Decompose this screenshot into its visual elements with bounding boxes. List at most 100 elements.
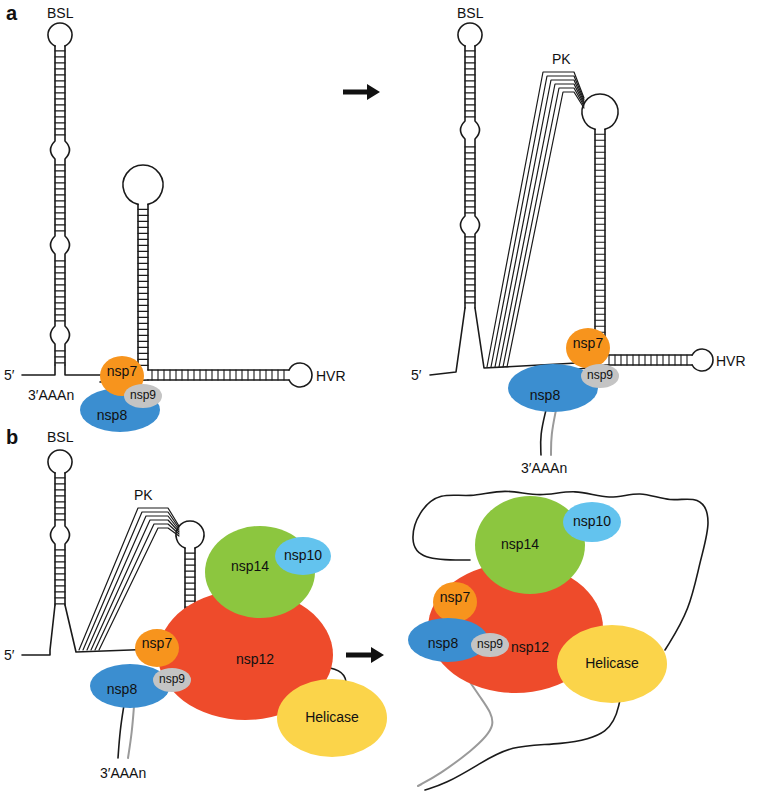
nsp10-protein: nsp10: [275, 537, 331, 575]
protein-name: nsp9: [587, 369, 613, 382]
step-arrow: [343, 84, 380, 100]
nsp7-protein: nsp7: [135, 629, 179, 667]
base-pairs: [152, 370, 284, 380]
pseudoknot-line: [499, 84, 584, 367]
protein-name: nsp10: [573, 514, 611, 529]
structure-label-box: PK: [134, 486, 153, 504]
stem-strand: [51, 473, 56, 605]
protein-name: nsp7: [573, 336, 603, 351]
structure-label: BSL: [47, 429, 73, 445]
protein-name: nsp8: [530, 388, 560, 403]
panel-letter-box: b: [6, 426, 18, 448]
end-label: 3′AAAn: [28, 387, 74, 403]
nascent-strand: [128, 706, 134, 758]
end-label-box: 3′AAAn: [100, 764, 146, 782]
panel-letter-box: a: [6, 2, 17, 24]
rna-strand: [22, 605, 55, 655]
stem-strand: [65, 46, 70, 365]
hairpin-loop: [458, 23, 482, 46]
nsp9-protein: nsp9: [581, 364, 619, 388]
structure-label-box: HVR: [316, 367, 346, 385]
helicase-protein: Helicase: [277, 679, 387, 757]
stem-strand: [605, 364, 692, 366]
structure-label-box: HVR: [716, 352, 746, 370]
protein-name: nsp8: [107, 682, 137, 697]
protein-name: nsp7: [107, 364, 137, 379]
protein-name: nsp12: [511, 640, 549, 655]
structure-label: HVR: [316, 368, 346, 384]
nsp9-protein: nsp9: [471, 633, 509, 657]
structure-label: HVR: [716, 353, 746, 369]
nsp7-protein: nsp7: [566, 328, 610, 368]
structure-label: BSL: [47, 5, 73, 21]
nsp7-protein: nsp7: [433, 582, 477, 622]
rna-strand: [22, 365, 55, 375]
nsp9-protein: nsp9: [124, 384, 162, 408]
protein-name: Helicase: [585, 656, 639, 671]
protein-name: nsp7: [142, 636, 172, 651]
step-arrow: [346, 647, 384, 663]
protein-name: Helicase: [305, 710, 359, 725]
base-pairs: [138, 209, 148, 365]
pseudoknot-line: [491, 76, 584, 367]
hairpin-loop: [48, 450, 72, 473]
pseudoknot-line: [495, 80, 584, 367]
end-label: 5′: [4, 647, 14, 663]
structure-label: PK: [134, 487, 153, 503]
protein-name: nsp7: [440, 590, 470, 605]
pseudoknot-line: [487, 72, 584, 367]
protein-name: nsp12: [236, 652, 274, 667]
end-label-box: 5′: [4, 366, 14, 384]
rna-3-end: [541, 410, 546, 455]
structure-label-box: BSL: [47, 428, 73, 446]
stem-strand: [475, 46, 480, 308]
base-pairs: [55, 478, 65, 604]
hairpin-loop: [123, 165, 163, 204]
base-pairs: [609, 355, 687, 365]
hairpin-loop: [582, 94, 618, 129]
stem-strand: [461, 46, 466, 308]
protein-name: nsp9: [130, 389, 156, 402]
end-label: 5′: [411, 367, 421, 383]
rna-3-end: [118, 705, 124, 758]
end-label: 3′AAAn: [100, 765, 146, 781]
stem-strand: [605, 354, 692, 356]
rna-3-end: [425, 700, 620, 790]
panel-letter: b: [6, 426, 18, 448]
nascent-strand: [551, 410, 556, 455]
end-label: 5′: [4, 367, 14, 383]
structure-label-box: PK: [552, 50, 571, 68]
protein-name: nsp10: [284, 548, 322, 563]
end-label-box: 3′AAAn: [28, 386, 74, 404]
nsp9-protein: nsp9: [153, 668, 191, 692]
end-label: 3′AAAn: [521, 460, 567, 476]
protein-name: nsp9: [159, 673, 185, 686]
rna-strand: [430, 308, 465, 375]
stem-strand: [51, 46, 56, 365]
stem-strand: [65, 473, 70, 605]
base-pairs: [465, 51, 475, 303]
structure-label: PK: [552, 51, 571, 67]
base-pairs: [595, 134, 605, 350]
pseudoknot-line: [503, 88, 584, 367]
protein-name: nsp8: [428, 636, 458, 651]
panel-letter: a: [6, 2, 17, 24]
hairpin-loop: [176, 521, 204, 548]
end-label-box: 3′AAAn: [521, 459, 567, 477]
rna-strands: [22, 23, 713, 790]
hairpin-loop: [692, 349, 713, 371]
protein-name: nsp14: [501, 537, 539, 552]
helicase-protein: Helicase: [557, 625, 667, 703]
base-pairs: [55, 51, 65, 363]
nsp10-protein: nsp10: [563, 502, 621, 542]
hairpin-loop: [48, 23, 72, 46]
hairpin-loop: [289, 363, 312, 387]
end-label-box: 5′: [411, 366, 421, 384]
protein-name: nsp9: [477, 638, 503, 651]
structure-label-box: BSL: [457, 4, 483, 22]
end-label-box: 5′: [4, 646, 14, 664]
protein-name: nsp8: [97, 408, 127, 423]
structure-label: BSL: [457, 5, 483, 21]
pseudoknot-line: [507, 92, 584, 367]
